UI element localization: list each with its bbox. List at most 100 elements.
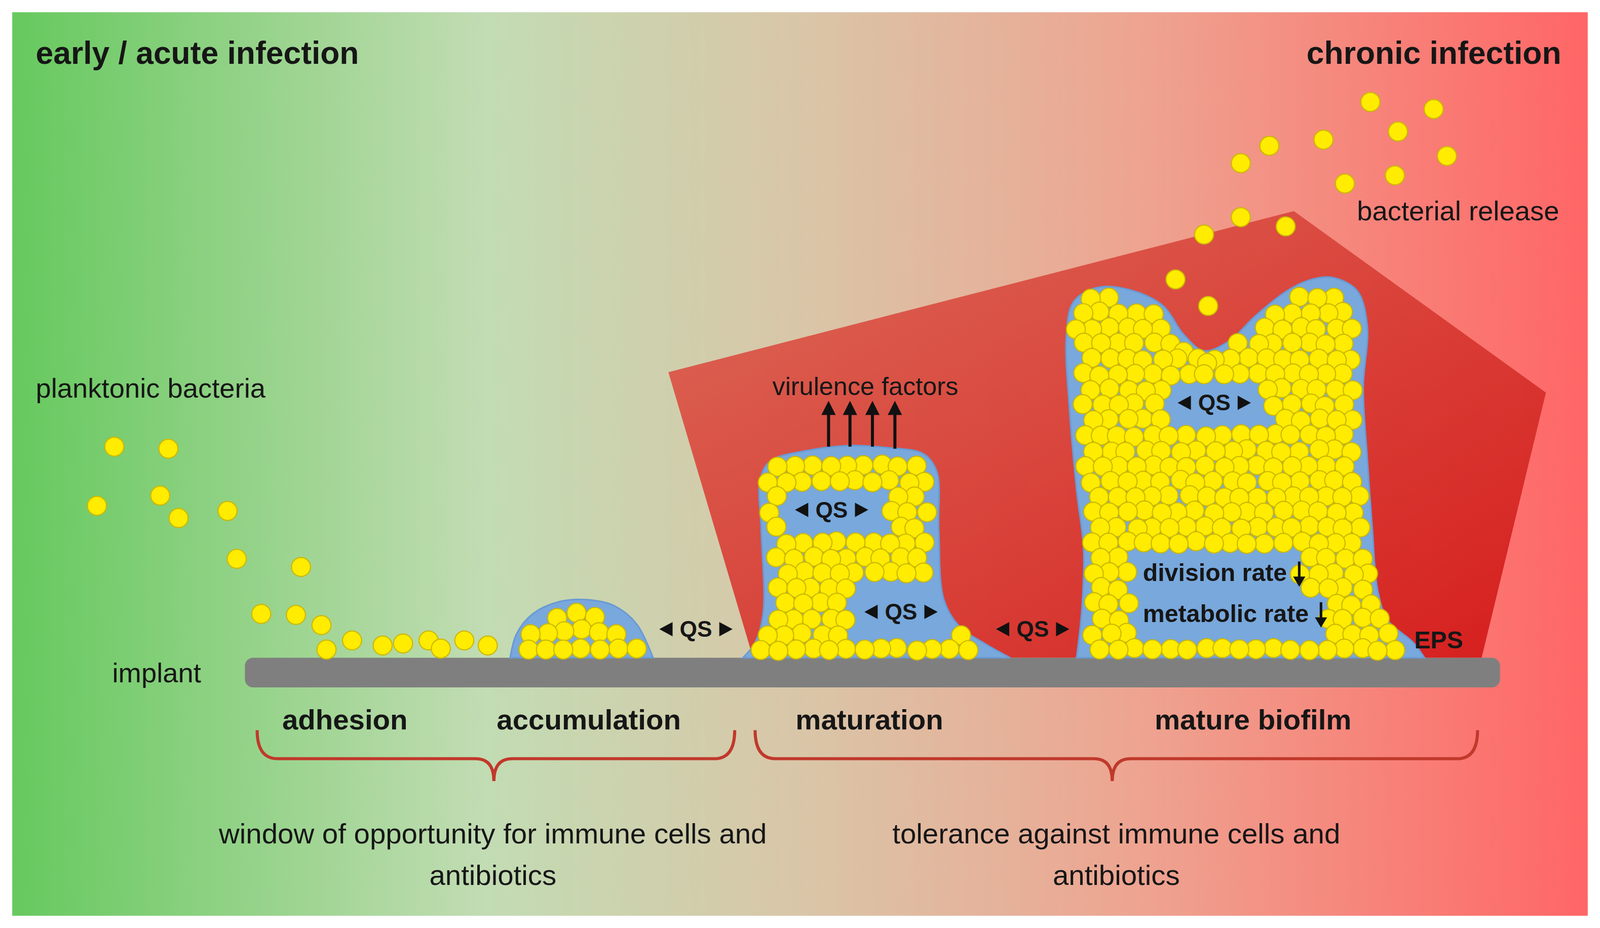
rate-label: metabolic rate [1143,599,1309,629]
virulence-arrow [826,411,830,447]
bacterium [104,437,124,456]
rate-label: division rate [1143,558,1288,588]
bacterium [1237,534,1256,554]
bacterium [1367,641,1387,661]
qs-arrow [1055,622,1070,637]
bacterium [939,639,959,659]
bacterium [1360,92,1380,112]
bacterium [836,639,856,659]
qs-label: QS [884,598,918,626]
bacterium [767,486,787,506]
bacterium [159,439,178,459]
qs-arrow [924,604,938,620]
bacterium [896,563,916,583]
bacterium [553,640,573,660]
bacterium [431,639,450,659]
bacterium [1385,640,1405,660]
implant-bar [244,658,1500,688]
bacterium [87,496,107,516]
bacterium [1231,153,1250,173]
bacterium [1177,640,1197,660]
bacterium [1165,270,1185,289]
bacterium [1143,639,1162,659]
bacterium [1119,593,1138,613]
bacterium [342,631,362,651]
bacterium [317,640,336,660]
bacterium [478,636,498,656]
bacterium [589,622,609,642]
arrow-head [821,400,836,415]
stage-label: accumulation [496,702,681,738]
bacterium [1109,640,1128,660]
arrow-head [887,400,902,415]
bacterium [1090,639,1110,659]
qs-arrow [1177,395,1191,410]
bacterium [1254,534,1274,554]
bacterium [454,631,474,651]
virulence-arrow [893,411,897,449]
bacterium [786,639,806,659]
bacterium [536,640,556,660]
bacterium [1300,640,1319,660]
qs-arrow [854,503,868,518]
bacterium [769,641,788,661]
bacterium [1424,99,1443,119]
bacterium [1301,578,1320,598]
qs-arrow [659,622,673,637]
bacterium [1151,534,1170,553]
bacterium [1317,640,1337,660]
bacterium [1353,608,1373,628]
decrease-arrow [1319,602,1323,620]
bacterium [1134,501,1154,520]
bacterium [150,486,170,506]
bacterium [1117,562,1137,582]
process-label: bacterial release [1356,194,1559,228]
infection-gradient [12,12,1588,917]
bacterium [291,557,311,577]
bacterium [1134,532,1154,552]
virulence-arrow [870,411,874,447]
eps-label: EPS [1414,625,1464,656]
bacterium [812,471,831,491]
bacterium [1379,624,1398,643]
bacterium [1214,364,1234,384]
bacterium [1276,216,1295,236]
bacterium [907,641,927,661]
bacterium [1349,486,1369,506]
bacterium [1260,136,1279,156]
phase-heading: early / acute infection [35,33,360,72]
bacterium [819,640,839,660]
bacterium [913,563,933,583]
bacterium [766,548,786,567]
bacterium [1264,638,1283,658]
bacterium [751,640,771,660]
stage-label: maturation [795,702,943,738]
qs-arrow [1237,395,1251,410]
tolerance-zone [668,211,1546,659]
process-label: virulence factors [772,371,959,402]
bacterium [251,604,271,624]
virulence-arrow [848,411,852,447]
bacterium [879,470,899,490]
arrow-head [1292,576,1306,587]
qs-label: QS [1016,616,1049,643]
bacterium [286,605,306,625]
bacterium [1169,534,1189,554]
stage-label: mature biofilm [1154,702,1352,738]
virulence-arrows [821,400,902,449]
decrease-arrow [1298,561,1301,579]
bacterium [1212,638,1232,658]
bacterium [1159,485,1178,505]
bacterium [864,562,884,582]
qs-label: QS [679,616,713,643]
bacterium [312,615,331,635]
bacterium [1118,502,1137,521]
bacterium [227,549,247,569]
bacterium [373,636,393,656]
bacterium [169,508,188,528]
bracket-note: tolerance against immune cells and antib… [856,813,1377,897]
bacterium [590,640,610,660]
qs-arrow [996,622,1010,637]
